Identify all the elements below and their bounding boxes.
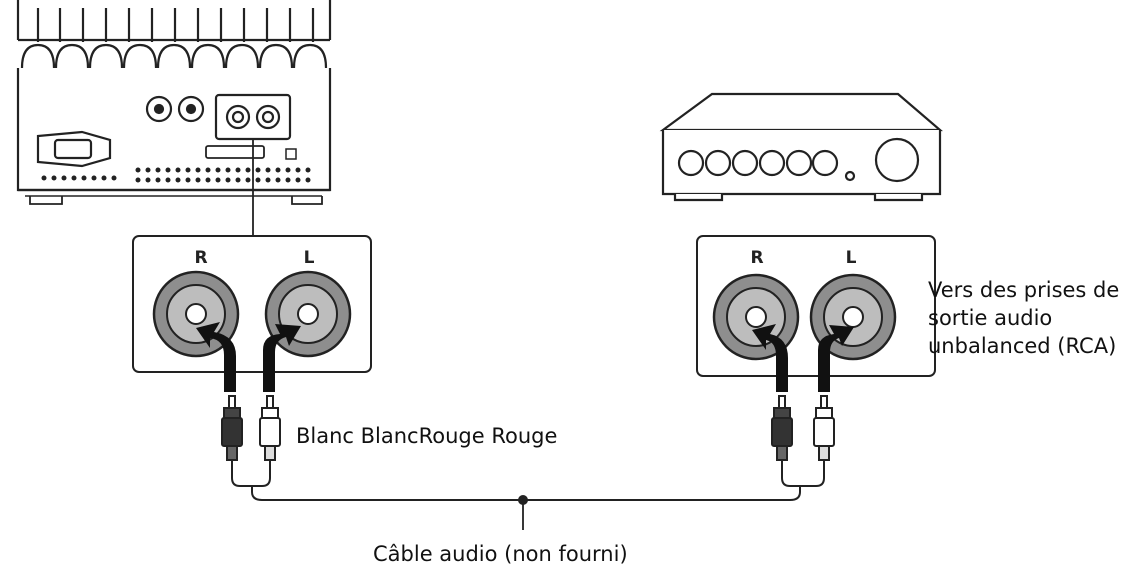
- left-panel-l-jack: [264, 270, 352, 358]
- insertion-arrows: [196, 322, 854, 392]
- destination-label: Vers des prises de sortie audio unbalanc…: [928, 276, 1119, 360]
- plug-colors-label: Blanc BlancRouge Rouge: [296, 424, 558, 448]
- heatsink-fins: [16, 0, 332, 69]
- right-plug-red: [771, 395, 793, 461]
- arrow-right-r: [752, 324, 788, 392]
- right-plug-white: [813, 395, 835, 461]
- player-device-rear: [16, 0, 332, 236]
- right-panel-r-jack: [712, 273, 800, 361]
- left-jack-panel: R L: [132, 235, 372, 373]
- xlr-connectors: [145, 95, 205, 123]
- arrow-left-r: [196, 322, 236, 392]
- right-panel-r-label: R: [750, 248, 763, 268]
- amplifier-device: [659, 92, 943, 202]
- vent-holes: [41, 167, 311, 183]
- left-panel-r-label: R: [194, 248, 207, 268]
- right-jack-panel: R L: [696, 235, 936, 377]
- left-panel-l-label: L: [304, 248, 315, 268]
- power-inlet: [36, 130, 112, 168]
- audio-cable: [221, 395, 835, 530]
- destination-label-line-1: Vers des prises de: [928, 278, 1120, 302]
- left-panel-r-jack: [152, 270, 240, 358]
- arrow-left-l: [263, 324, 301, 392]
- right-panel-l-label: L: [846, 248, 857, 268]
- left-plug-red: [221, 395, 243, 461]
- destination-label-line-3: unbalanced (RCA): [928, 334, 1117, 358]
- cable-label: Câble audio (non fourni): [373, 542, 628, 566]
- destination-label-line-2: sortie audio: [928, 306, 1053, 330]
- arrow-right-l: [818, 325, 854, 392]
- left-plug-white: [259, 395, 281, 461]
